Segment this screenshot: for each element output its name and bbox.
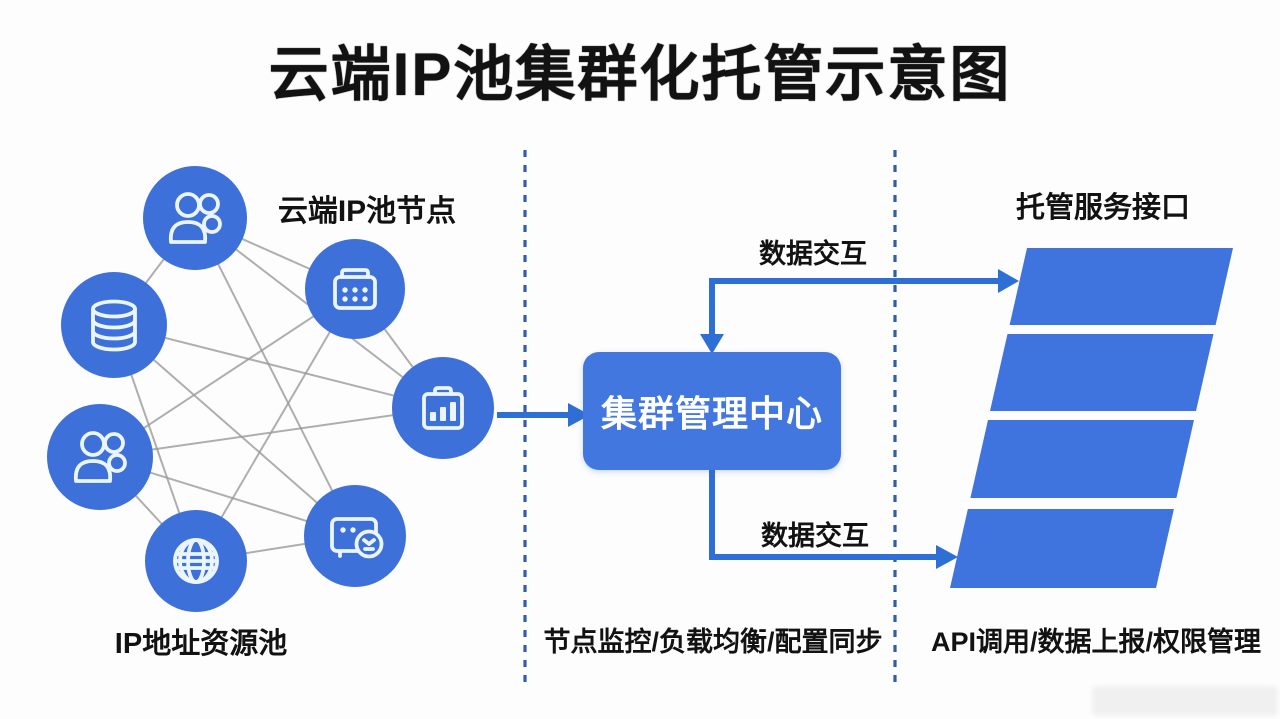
right-section-caption: API调用/数据上报/权限管理 — [930, 627, 1262, 657]
globe-icon — [173, 538, 219, 584]
node-terminal — [304, 485, 406, 587]
node-calendar — [305, 239, 405, 339]
chart-bag-icon — [422, 386, 464, 430]
cluster-management-center-label: 集群管理中心 — [600, 393, 823, 434]
terminal-clock-icon — [330, 517, 384, 559]
database-icon — [91, 299, 137, 352]
page-title: 云端IP池集群化托管示意图 — [268, 41, 1012, 108]
node-chart-bag — [392, 357, 494, 459]
users-icon — [73, 431, 127, 483]
service-interface-bar — [950, 509, 1174, 588]
top-data-connector — [700, 269, 1019, 354]
data-interaction-top-label: 数据交互 — [759, 239, 867, 269]
calendar-icon — [333, 268, 377, 310]
watermark-remnant — [1092, 686, 1278, 716]
service-interface-bar — [1009, 248, 1233, 325]
node-users-top — [143, 166, 247, 270]
users-icon — [168, 192, 222, 244]
node-users-left — [47, 404, 153, 510]
service-interface-bars — [950, 248, 1233, 588]
service-interface-bar — [970, 420, 1194, 498]
service-interface-bar — [990, 334, 1214, 411]
cluster-nodes-label: 云端IP池节点 — [277, 195, 457, 228]
cluster-management-center-box: 集群管理中心 — [583, 352, 841, 470]
node-globe — [145, 510, 247, 612]
ip-pool-label: IP地址资源池 — [114, 628, 288, 660]
data-interaction-bottom-label: 数据交互 — [761, 521, 869, 551]
node-database — [61, 272, 167, 378]
cluster-to-center-arrow — [497, 403, 590, 427]
hosting-interface-header: 托管服务接口 — [1015, 192, 1191, 224]
bottom-data-connector — [709, 470, 958, 569]
center-section-caption: 节点监控/负载均衡/配置同步 — [543, 627, 883, 657]
